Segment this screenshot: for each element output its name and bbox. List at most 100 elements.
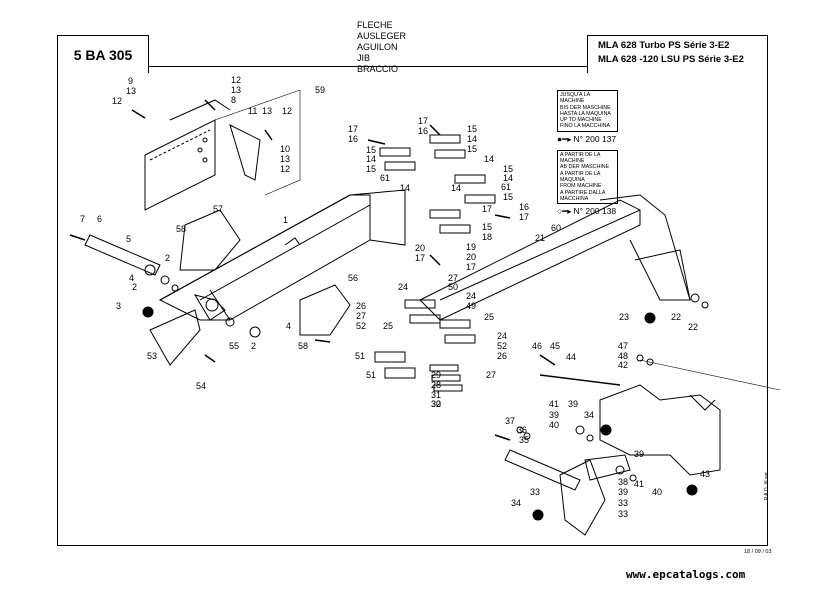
from-line: A PARTIR DE LA MAQUINA [560,170,601,183]
part-label-58: 58 [176,224,186,234]
wear-pad-51 [374,351,406,363]
part-label-35: 35 [519,435,529,445]
wear-pad [429,209,461,219]
part-label-14: 14 [484,154,494,164]
from-arrow-icon: ○━▸ [557,206,572,217]
part-label-52: 52 [356,321,366,331]
drawing-date: 18 / 09 / 03 [744,549,772,555]
part-label-5: 5 [126,234,131,244]
part-label-12: 12 [112,96,122,106]
part-label-24: 24 [398,282,408,292]
wear-pad [434,149,466,159]
until-line: HASTA LA MAQUINA [560,110,611,117]
part-label-9: 9 [128,76,133,86]
part-label-15: 15 [503,192,513,202]
boom-detail-top [169,99,231,121]
boom-pivot-bracket [599,194,691,301]
title-it: BRACCIO [357,64,399,74]
title-fr: FLECHE [357,20,393,30]
side-code: P.A.O. III.sat. [764,470,770,500]
part-label-44: 44 [566,352,576,362]
part-label-25: 25 [484,312,494,322]
side-plate-56 [299,284,351,336]
part-label-16: 16 [519,202,529,212]
part-label-21: 21 [535,233,545,243]
cover-plate-53 [149,309,201,366]
part-label-37: 37 [505,416,515,426]
part-label-14: 14 [366,154,376,164]
part-label-47: 47 [618,341,628,351]
main-boom [158,194,371,321]
part-label-17: 17 [415,253,425,263]
part-label-20: 20 [466,252,476,262]
part-label-13: 13 [231,85,241,95]
part-label-53: 53 [147,351,157,361]
until-serial-text: N° 200 137 [573,133,617,144]
pin-44 [539,374,621,386]
from-serial-text: N° 200 138 [573,206,617,217]
part-label-61: 61 [501,182,511,192]
part-label-15: 15 [503,164,513,174]
part-label-55: 55 [229,341,239,351]
part-label-56: 56 [348,273,358,283]
wear-pad [464,194,496,204]
part-label-38: 38 [618,477,628,487]
part-label-24: 24 [466,291,476,301]
part-label-17: 17 [418,116,428,126]
wear-pad [439,319,471,329]
part-label-39: 39 [634,449,644,459]
part-label-18: 18 [482,232,492,242]
part-label-7: 7 [80,214,85,224]
title-es: AGUILON [357,42,398,52]
part-label-13: 13 [280,154,290,164]
part-label-14: 14 [400,183,410,193]
part-label-49: 49 [466,301,476,311]
part-label-33: 33 [530,487,540,497]
part-label-17: 17 [466,262,476,272]
pin-axis-line [639,359,781,391]
part-label-14: 14 [451,183,461,193]
wear-pad-51 [384,367,416,379]
from-line: FROM MACHINE [560,183,602,190]
part-label-6: 6 [97,214,102,224]
part-label-17: 17 [519,212,529,222]
part-label-14: 14 [467,134,477,144]
title-de: AUSLEGER [357,31,407,41]
until-line: FINO LA MACCHINA [560,123,611,130]
from-line: A PARTIRE DALLA MACCHINA [560,189,606,202]
website-watermark: www.epcatalogs.com [626,568,746,581]
part-label-46: 46 [532,341,542,351]
serial-notes: JUSQU'A LA MACHINE BIS DER MASCHINE HAST… [557,90,618,222]
part-label-43: 43 [700,469,710,479]
wear-pad [429,134,461,144]
part-label-52: 52 [497,341,507,351]
part-label-1: 1 [283,215,288,225]
part-label-20: 20 [415,243,425,253]
model-line-1: MLA 628 Turbo PS Série 3-E2 [598,40,730,51]
part-label-58: 58 [298,341,308,351]
wear-pad [404,299,436,309]
part-label-13: 13 [126,86,136,96]
part-label-28: 28 [431,380,441,390]
boom-rear-section [349,189,406,246]
part-label-24: 24 [497,331,507,341]
model-line-2: MLA 628 -120 LSU PS Série 3-E2 [598,54,744,65]
until-line: JUSQU'A LA MACHINE [560,92,590,105]
part-label-25: 25 [383,321,393,331]
part-label-16: 16 [348,134,358,144]
part-label-14: 14 [503,173,513,183]
part-label-16: 16 [418,126,428,136]
part-label-41: 41 [634,479,644,489]
part-label-15: 15 [482,222,492,232]
part-label-27: 27 [448,273,458,283]
part-label-60: 60 [551,223,561,233]
part-label-57: 57 [213,204,223,214]
title-en: JIB [357,53,371,63]
part-label-10: 10 [280,144,290,154]
until-line: BIS DER MASCHINE [560,104,611,111]
boom-detail-section [144,119,216,211]
part-label-12: 12 [231,75,241,85]
part-label-19: 19 [466,242,476,252]
